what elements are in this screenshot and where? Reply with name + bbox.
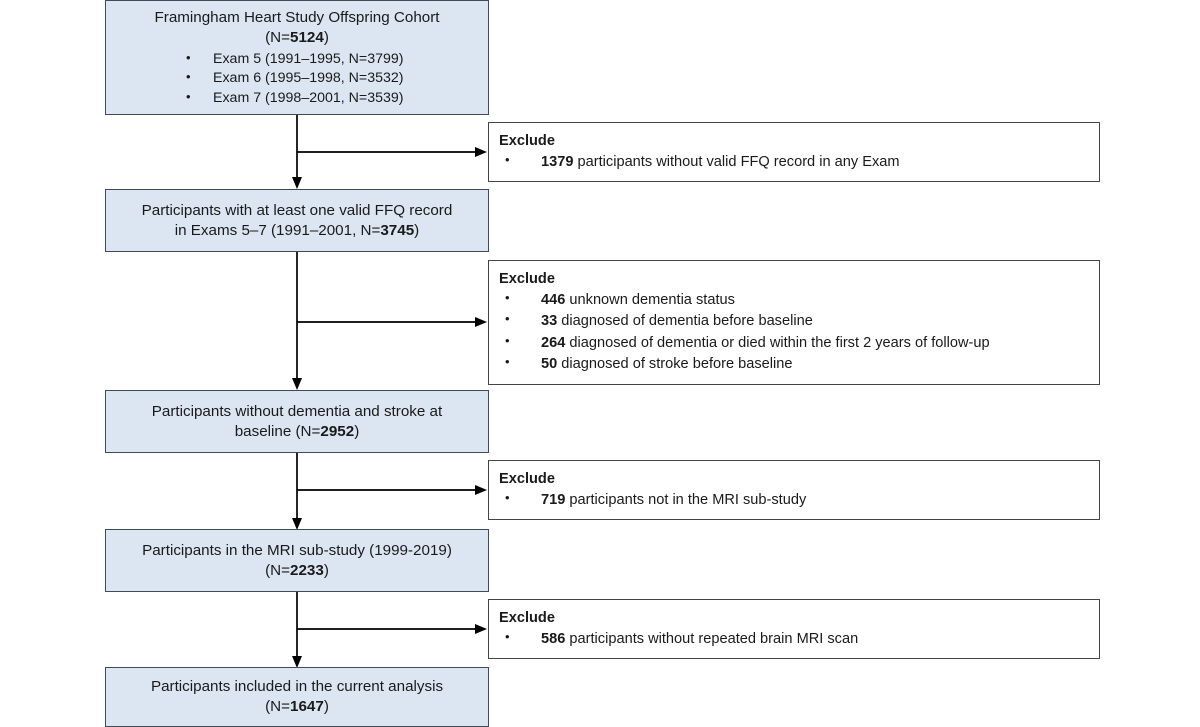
node-no-dementia-stroke: Participants without dementia and stroke… bbox=[105, 390, 489, 453]
list-item: 586 participants without repeated brain … bbox=[499, 628, 858, 650]
node-final-analysis: Participants included in the current ana… bbox=[105, 667, 489, 727]
exclude-heading: Exclude bbox=[499, 271, 555, 287]
node-valid-ffq-title: Participants with at least one valid FFQ… bbox=[141, 201, 453, 239]
list-item: 1379 participants without valid FFQ reco… bbox=[499, 151, 900, 173]
list-item: 719 participants not in the MRI sub-stud… bbox=[499, 489, 806, 511]
exclude-box-step1: Exclude 1379 participants without valid … bbox=[488, 122, 1100, 182]
list-item: Exam 7 (1998–2001, N=3539) bbox=[186, 88, 488, 109]
node-mri-substudy: Participants in the MRI sub-study (1999-… bbox=[105, 529, 489, 592]
exclude-list: 446 unknown dementia status 33 diagnosed… bbox=[499, 289, 990, 375]
exclude-heading: Exclude bbox=[499, 471, 555, 487]
node-cohort: Framingham Heart Study Offspring Cohort(… bbox=[105, 0, 489, 115]
node-cohort-title: Framingham Heart Study Offspring Cohort(… bbox=[154, 9, 440, 46]
list-item: 50 diagnosed of stroke before baseline bbox=[499, 353, 990, 375]
exclude-list: 1379 participants without valid FFQ reco… bbox=[499, 151, 900, 173]
node-cohort-exam-list: Exam 5 (1991–1995, N=3799) Exam 6 (1995–… bbox=[106, 49, 488, 110]
node-final-analysis-title: Participants included in the current ana… bbox=[150, 678, 444, 715]
list-item: 446 unknown dementia status bbox=[499, 289, 990, 311]
list-item: 33 diagnosed of dementia before baseline bbox=[499, 310, 990, 332]
node-mri-substudy-title: Participants in the MRI sub-study (1999-… bbox=[142, 541, 452, 579]
exclude-heading: Exclude bbox=[499, 133, 555, 149]
node-no-dementia-stroke-title: Participants without dementia and stroke… bbox=[151, 402, 443, 440]
exclude-heading: Exclude bbox=[499, 610, 555, 626]
exclude-list: 719 participants not in the MRI sub-stud… bbox=[499, 489, 806, 511]
exclude-list: 586 participants without repeated brain … bbox=[499, 628, 858, 650]
list-item: Exam 5 (1991–1995, N=3799) bbox=[186, 49, 488, 70]
list-item: Exam 6 (1995–1998, N=3532) bbox=[186, 68, 488, 89]
exclude-box-step2: Exclude 446 unknown dementia status 33 d… bbox=[488, 260, 1100, 385]
node-valid-ffq: Participants with at least one valid FFQ… bbox=[105, 189, 489, 252]
list-item: 264 diagnosed of dementia or died within… bbox=[499, 332, 990, 354]
exclude-box-step3: Exclude 719 participants not in the MRI … bbox=[488, 460, 1100, 520]
exclude-box-step4: Exclude 586 participants without repeate… bbox=[488, 599, 1100, 659]
